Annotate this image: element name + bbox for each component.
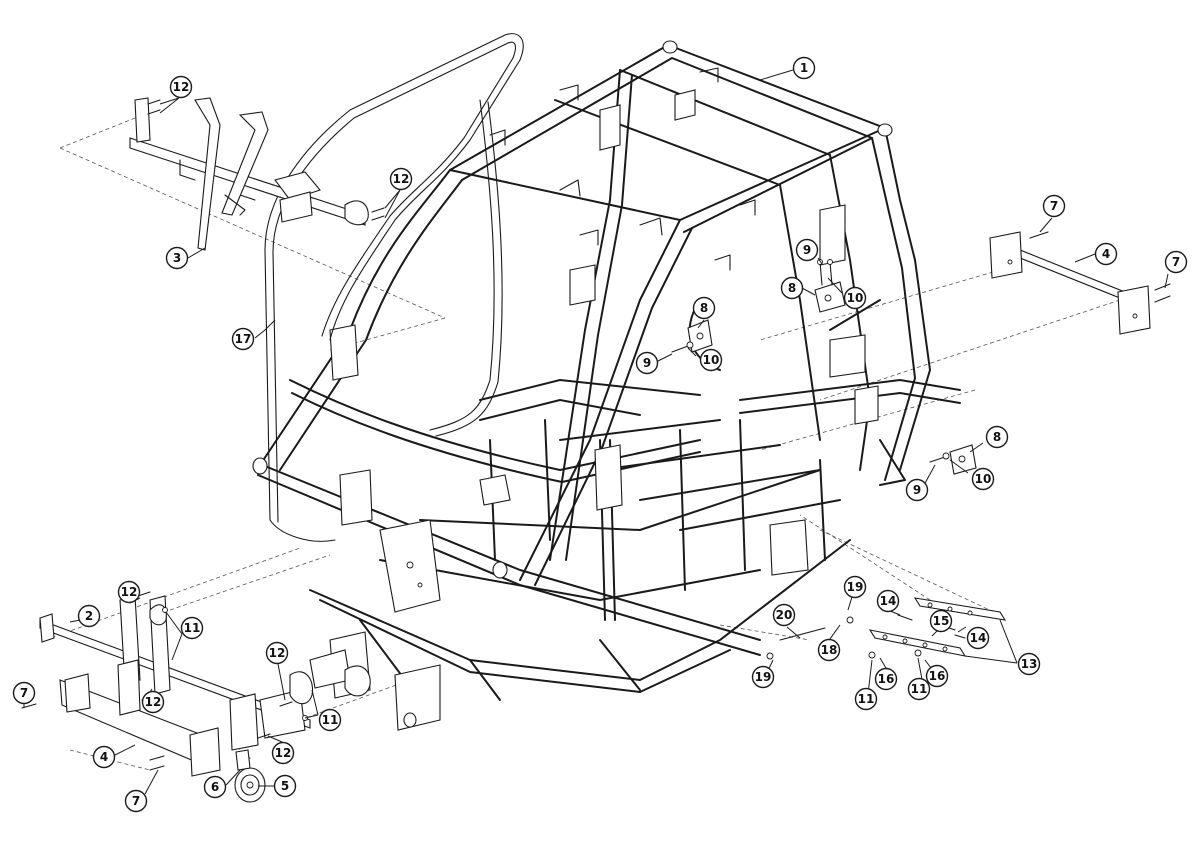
callout-15: 15 xyxy=(929,609,953,633)
callout-12-b: 12 xyxy=(389,167,413,191)
callout-1: 1 xyxy=(792,56,816,80)
callout-10-c: 10 xyxy=(971,467,995,491)
svg-text:8: 8 xyxy=(700,301,708,315)
svg-text:7: 7 xyxy=(20,686,28,700)
callout-18: 18 xyxy=(817,638,841,662)
front-lower-bumper-assembly xyxy=(39,595,417,777)
callout-4-left: 4 xyxy=(92,745,116,769)
skid-strip-assembly xyxy=(868,597,1007,659)
svg-text:8: 8 xyxy=(788,281,796,295)
svg-text:1: 1 xyxy=(800,61,808,75)
svg-text:4: 4 xyxy=(100,750,108,764)
svg-text:5: 5 xyxy=(281,779,289,793)
callout-2: 2 xyxy=(77,604,101,628)
callout-12-c: 12 xyxy=(117,580,141,604)
callout-5: 5 xyxy=(273,774,297,798)
callout-13: 13 xyxy=(1017,652,1041,676)
callout-16-b: 16 xyxy=(925,664,949,688)
svg-text:12: 12 xyxy=(269,646,286,660)
callout-3: 3 xyxy=(165,246,189,270)
svg-text:15: 15 xyxy=(933,614,950,628)
callout-11-a: 11 xyxy=(180,616,204,640)
callout-16-a: 16 xyxy=(874,667,898,691)
callout-14-a: 14 xyxy=(876,589,900,613)
callout-10-a: 10 xyxy=(843,286,867,310)
svg-text:20: 20 xyxy=(776,608,793,622)
svg-text:6: 6 xyxy=(211,780,219,794)
svg-text:19: 19 xyxy=(847,580,864,594)
horn xyxy=(234,767,266,803)
svg-text:11: 11 xyxy=(322,713,339,727)
callout-bubbles: 1 2 3 4 4 5 6 7 7 7 7 8 8 8 9 9 9 10 10 … xyxy=(12,56,1188,813)
rear-mount-brackets xyxy=(687,281,977,475)
callout-7-c: 7 xyxy=(1042,194,1066,218)
windshield-seal xyxy=(264,33,524,542)
callout-14-b: 14 xyxy=(966,626,990,650)
callout-11-c: 11 xyxy=(854,687,878,711)
callout-8-c: 8 xyxy=(985,425,1009,449)
svg-text:4: 4 xyxy=(1102,247,1110,261)
callout-8-a: 8 xyxy=(780,276,804,300)
callout-7-b: 7 xyxy=(124,789,148,813)
svg-text:12: 12 xyxy=(173,80,190,94)
callout-11-b: 11 xyxy=(318,708,342,732)
svg-text:9: 9 xyxy=(913,483,921,497)
callout-10-b: 10 xyxy=(699,348,723,372)
svg-text:12: 12 xyxy=(121,585,138,599)
callout-9-a: 9 xyxy=(795,238,819,262)
callout-7-a: 7 xyxy=(12,681,36,705)
callout-7-d: 7 xyxy=(1164,250,1188,274)
svg-text:8: 8 xyxy=(993,430,1001,444)
svg-text:7: 7 xyxy=(1050,199,1058,213)
svg-text:7: 7 xyxy=(132,794,140,808)
callout-4-right: 4 xyxy=(1094,242,1118,266)
svg-text:14: 14 xyxy=(970,631,987,645)
svg-text:12: 12 xyxy=(145,695,162,709)
svg-text:7: 7 xyxy=(1172,255,1180,269)
svg-text:16: 16 xyxy=(929,669,946,683)
svg-text:11: 11 xyxy=(911,682,928,696)
svg-text:12: 12 xyxy=(275,746,292,760)
callout-19-a: 19 xyxy=(843,575,867,599)
callout-20: 20 xyxy=(772,603,796,627)
svg-text:16: 16 xyxy=(878,672,895,686)
svg-text:2: 2 xyxy=(85,609,93,623)
callout-6: 6 xyxy=(203,775,227,799)
callout-9-b: 9 xyxy=(635,351,659,375)
callout-12-f: 12 xyxy=(271,741,295,765)
svg-text:10: 10 xyxy=(847,291,864,305)
svg-text:17: 17 xyxy=(235,332,252,346)
svg-text:18: 18 xyxy=(821,643,838,657)
fastener-clusters xyxy=(21,99,1171,771)
callout-12-d: 12 xyxy=(141,690,165,714)
svg-text:9: 9 xyxy=(803,243,811,257)
roll-cage-frame xyxy=(252,40,961,731)
horn-bracket xyxy=(235,749,251,771)
svg-text:19: 19 xyxy=(755,670,772,684)
svg-text:12: 12 xyxy=(393,172,410,186)
svg-text:14: 14 xyxy=(880,594,897,608)
callout-8-b: 8 xyxy=(692,296,716,320)
callout-9-c: 9 xyxy=(905,478,929,502)
svg-text:3: 3 xyxy=(173,251,181,265)
callout-12-e: 12 xyxy=(265,641,289,665)
svg-text:11: 11 xyxy=(858,692,875,706)
callout-11-d: 11 xyxy=(907,677,931,701)
svg-text:10: 10 xyxy=(975,472,992,486)
callout-12-a: 12 xyxy=(169,75,193,99)
callout-17: 17 xyxy=(231,327,255,351)
rear-bumper-bar xyxy=(989,231,1151,335)
svg-text:13: 13 xyxy=(1021,657,1038,671)
front-upper-bracket-assembly xyxy=(129,97,369,251)
svg-text:10: 10 xyxy=(703,353,720,367)
svg-text:11: 11 xyxy=(184,621,201,635)
svg-text:9: 9 xyxy=(643,356,651,370)
callout-19-b: 19 xyxy=(751,665,775,689)
